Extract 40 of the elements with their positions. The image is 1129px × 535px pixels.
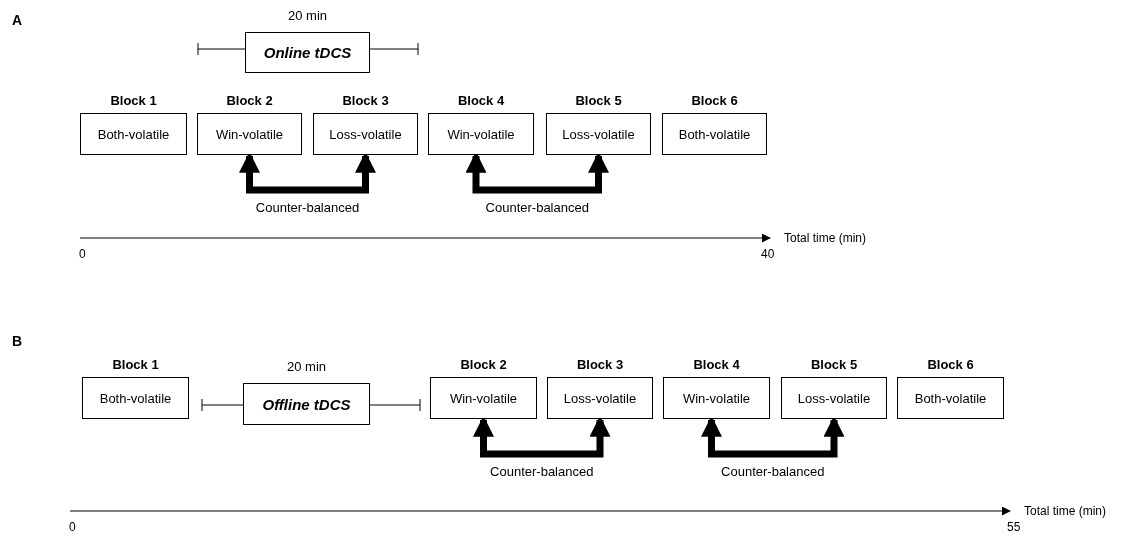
block-heading: Block 2 [226, 93, 273, 108]
block-box: Both-volatile [82, 377, 189, 419]
block-box: Win-volatile [197, 113, 302, 155]
duration-label: 20 min [287, 359, 326, 374]
block-heading: Block 4 [457, 93, 505, 108]
block-box: Both-volatile [80, 113, 187, 155]
block-heading: Block 3 [342, 93, 389, 108]
panel-letter: B [12, 333, 23, 349]
block-box: Both-volatile [897, 377, 1004, 419]
block-box: Loss-volatile [547, 377, 653, 419]
block-box: Win-volatile [430, 377, 537, 419]
block-heading: Block 6 [691, 93, 738, 108]
block-heading: Block 3 [576, 357, 624, 372]
block-heading: Block 5 [575, 93, 622, 108]
axis-title: Total time (min) [784, 231, 866, 245]
axis-tick-label: 55 [1007, 520, 1021, 534]
axis-tick-label: 40 [761, 247, 775, 261]
block-box: Both-volatile [662, 113, 767, 155]
block-heading: Block 1 [112, 357, 159, 372]
block-heading: Block 1 [110, 93, 157, 108]
axis-tick-label: 0 [79, 247, 86, 261]
block-heading: Block 5 [810, 357, 858, 372]
block-heading: Block 6 [927, 357, 974, 372]
edge-label: Counter-balanced [721, 464, 825, 479]
panel-letter: A [12, 12, 23, 28]
block-box: Loss-volatile [546, 113, 651, 155]
block-heading: Block 2 [460, 357, 507, 372]
axis-tick-label: 0 [69, 520, 76, 534]
edge-label: Counter-balanced [485, 200, 589, 215]
block-box: Loss-volatile [313, 113, 418, 155]
block-heading: Block 4 [693, 357, 740, 372]
axis-title: Total time (min) [1024, 504, 1106, 518]
edge-label: Counter-balanced [490, 464, 594, 479]
edge-label: Counter-balanced [255, 200, 360, 215]
stimulation-box: Offline tDCS [243, 383, 370, 425]
block-box: Win-volatile [428, 113, 534, 155]
block-box: Win-volatile [663, 377, 770, 419]
block-box: Loss-volatile [781, 377, 887, 419]
stimulation-box: Online tDCS [245, 32, 370, 73]
duration-label: 20 min [288, 8, 327, 23]
